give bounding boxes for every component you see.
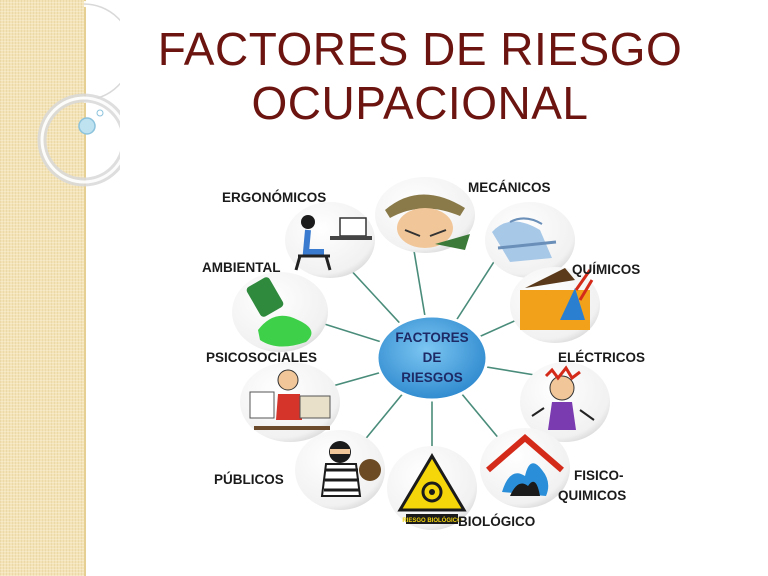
label-ambiental: AMBIENTAL — [202, 260, 281, 275]
title-line-2: OCUPACIONAL — [251, 77, 589, 129]
ergonomic-desk-icon — [285, 202, 375, 278]
page-title: FACTORES DE RIESGO OCUPACIONAL — [130, 22, 710, 130]
fire-house-icon — [480, 428, 570, 508]
label-ergonomicos: ERGONÓMICOS — [222, 190, 326, 205]
risk-factors-diagram: RIESGO BIOLÓGICO FACTORES DE RIESGOS ERG… — [202, 177, 645, 530]
biohazard-sign-text: RIESGO BIOLÓGICO — [402, 516, 462, 524]
biohazard-icon: RIESGO BIOLÓGICO — [387, 446, 477, 530]
mechanic-face-icon — [375, 177, 475, 253]
label-fisico-line-1: FISICO- — [574, 468, 624, 483]
label-mecanicos: MECÁNICOS — [468, 180, 551, 195]
environment-spill-icon — [232, 272, 328, 352]
fire-flask-icon — [510, 267, 600, 343]
label-electricos: ELÉCTRICOS — [558, 350, 645, 365]
decorative-side-panel — [0, 0, 86, 576]
label-fisico-line-2: QUIMICOS — [558, 488, 626, 503]
center-hub: FACTORES DE RIESGOS — [375, 314, 489, 402]
thief-icon — [295, 430, 385, 510]
center-line-3: RIESGOS — [401, 370, 463, 385]
label-publicos: PÚBLICOS — [214, 472, 284, 487]
electric-shock-icon — [520, 362, 610, 442]
label-quimicos: QUÍMICOS — [572, 262, 640, 277]
title-line-1: FACTORES DE RIESGO — [157, 23, 683, 75]
label-biologico: BIOLÓGICO — [458, 514, 535, 529]
label-psicosociales: PSICOSOCIALES — [206, 350, 317, 365]
center-line-2: DE — [423, 350, 442, 365]
center-line-1: FACTORES — [395, 330, 468, 345]
stressed-worker-icon — [240, 362, 340, 442]
chemical-hand-icon — [485, 202, 575, 278]
